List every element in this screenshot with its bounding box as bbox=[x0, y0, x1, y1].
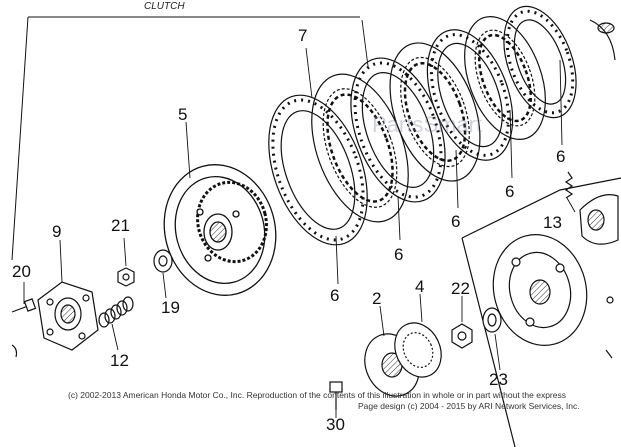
callout-5[interactable]: 5 bbox=[178, 105, 188, 124]
callout-2[interactable]: 2 bbox=[372, 289, 382, 308]
spring-12 bbox=[98, 296, 134, 328]
callout-6a[interactable]: 6 bbox=[556, 147, 566, 166]
callout-9[interactable]: 9 bbox=[52, 222, 62, 241]
callout-6c[interactable]: 6 bbox=[451, 212, 461, 231]
diagram-title: CLUTCH bbox=[144, 1, 185, 12]
spring-13-assembly bbox=[564, 171, 619, 359]
clutch-center-hub bbox=[163, 164, 277, 296]
lifter-plate-9 bbox=[37, 281, 99, 351]
leader-lines bbox=[23, 19, 576, 418]
callout-22[interactable]: 22 bbox=[451, 279, 470, 298]
callout-21[interactable]: 21 bbox=[111, 216, 130, 235]
clutch-outer-edge bbox=[589, 19, 616, 61]
callout-6d[interactable]: 6 bbox=[394, 245, 404, 264]
primary-gear-cover bbox=[492, 234, 588, 346]
bearing-4 bbox=[394, 322, 442, 378]
nut-22 bbox=[451, 323, 473, 349]
bolt-30 bbox=[329, 381, 343, 410]
callout-23[interactable]: 23 bbox=[489, 370, 508, 389]
callout-6b[interactable]: 6 bbox=[505, 182, 515, 201]
callout-7[interactable]: 7 bbox=[298, 26, 308, 45]
washer-23 bbox=[482, 307, 502, 333]
washer-19 bbox=[153, 249, 173, 273]
bolt-20 bbox=[11, 298, 37, 313]
callout-13[interactable]: 13 bbox=[543, 213, 562, 232]
left-edge-part bbox=[11, 344, 18, 358]
callout-6e[interactable]: 6 bbox=[330, 286, 340, 305]
callout-12[interactable]: 12 bbox=[110, 351, 129, 370]
copyright-line-2: Page design (c) 2004 - 2015 by ARI Netwo… bbox=[358, 401, 580, 411]
callout-20[interactable]: 20 bbox=[12, 262, 31, 281]
callout-19[interactable]: 19 bbox=[161, 298, 180, 317]
nut-21 bbox=[117, 267, 135, 287]
copyright-line-1: (c) 2002-2013 American Honda Motor Co., … bbox=[68, 390, 566, 400]
callout-30[interactable]: 30 bbox=[326, 415, 345, 434]
callout-4[interactable]: 4 bbox=[415, 277, 425, 296]
